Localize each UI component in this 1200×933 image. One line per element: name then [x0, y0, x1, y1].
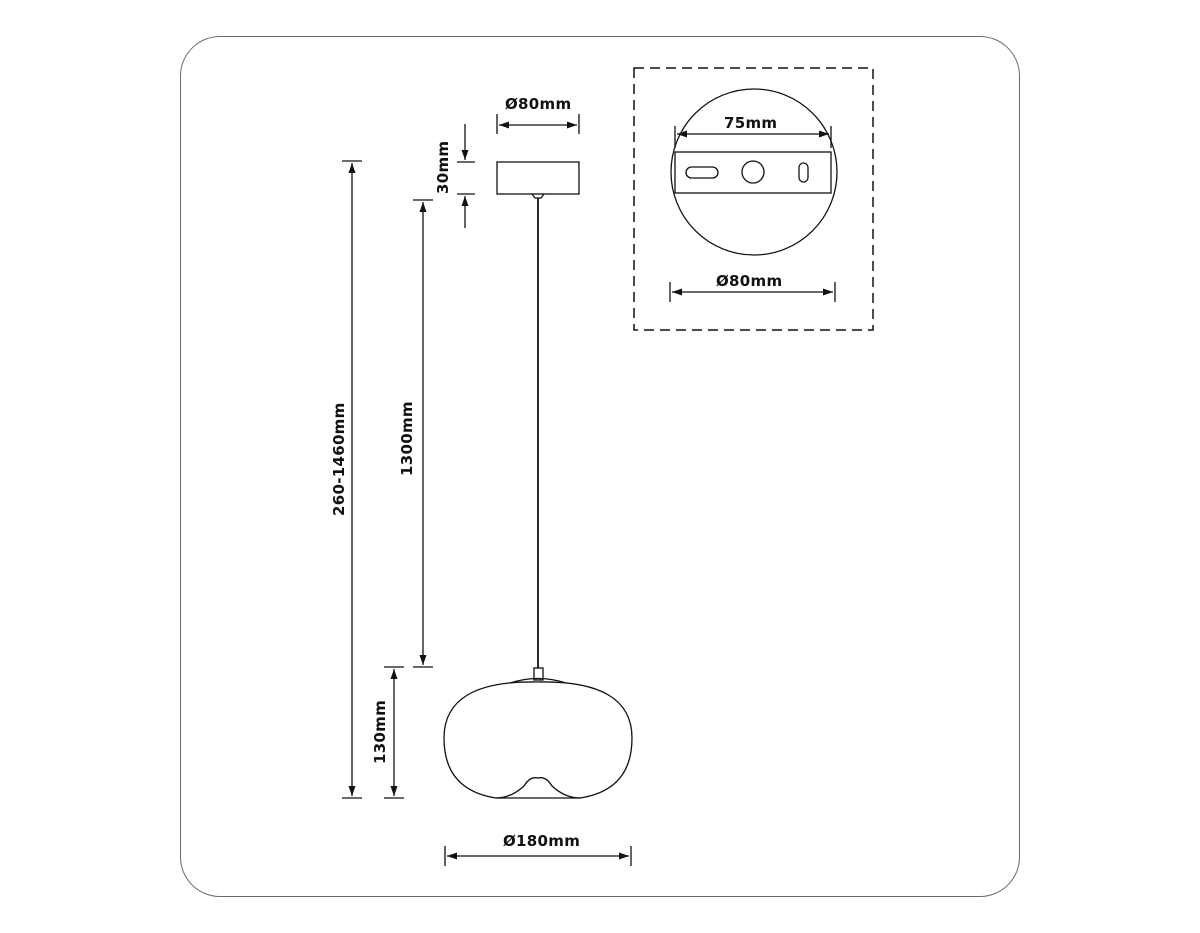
total-height-label: 260-1460mm [330, 402, 348, 516]
shade-height-dimension [384, 666, 404, 799]
mounting-plate-detail [633, 67, 874, 331]
total-height-dimension [342, 160, 362, 799]
canopy [496, 161, 580, 199]
canopy-diameter-dimension [496, 114, 580, 134]
canopy-diameter-label: Ø80mm [505, 95, 572, 113]
mount-bracket-width-label: 75mm [724, 114, 778, 132]
drawing-frame [180, 36, 1020, 897]
canopy-height-dimension [457, 124, 475, 228]
shade-diameter-dimension [444, 846, 632, 866]
cable-length-label: 1300mm [398, 401, 416, 476]
shade-height-label: 130mm [371, 699, 389, 765]
shade [443, 667, 633, 799]
shade-diameter-label: Ø180mm [503, 832, 581, 850]
mount-plate-diameter-label: Ø80mm [716, 272, 783, 290]
cable-length-dimension [413, 199, 433, 668]
canopy-height-label: 30mm [434, 140, 452, 194]
